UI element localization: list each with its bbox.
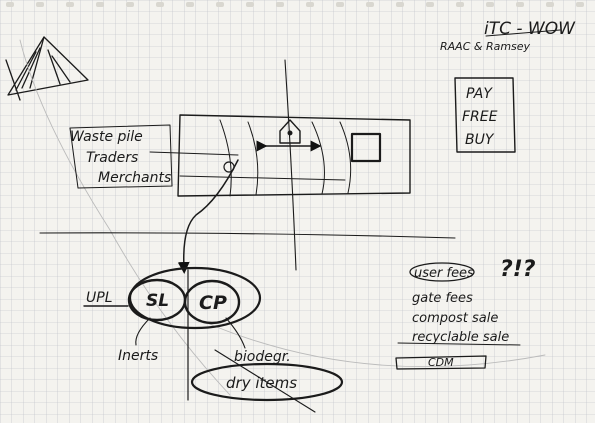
option-free: FREE <box>462 109 498 125</box>
fee-recyclable: recyclable sale <box>412 330 509 345</box>
header-names: RAAC & Ramsey <box>440 40 531 53</box>
source-traders: Traders <box>86 150 138 166</box>
fees-question-marks: ?!? <box>500 257 536 282</box>
source-waste-pile: Waste pile <box>70 129 143 145</box>
biodeg-label: biodegr. <box>234 349 291 365</box>
option-buy: BUY <box>465 132 495 148</box>
dry-items-label: dry items <box>226 374 297 392</box>
fee-gate: gate fees <box>412 291 473 306</box>
option-pay: PAY <box>466 86 493 102</box>
fees-title: user fees <box>414 266 474 281</box>
fee-compost: compost sale <box>412 311 498 326</box>
circle-cp-label: CP <box>199 292 227 314</box>
header-title: iTC - WOW <box>484 19 576 39</box>
circle-sl-label: SL <box>146 291 169 311</box>
inerts-label: Inerts <box>118 348 158 364</box>
cdm-label: CDM <box>428 356 454 369</box>
upl-label: UPL <box>86 290 113 306</box>
source-merchants: Merchants <box>98 170 171 186</box>
